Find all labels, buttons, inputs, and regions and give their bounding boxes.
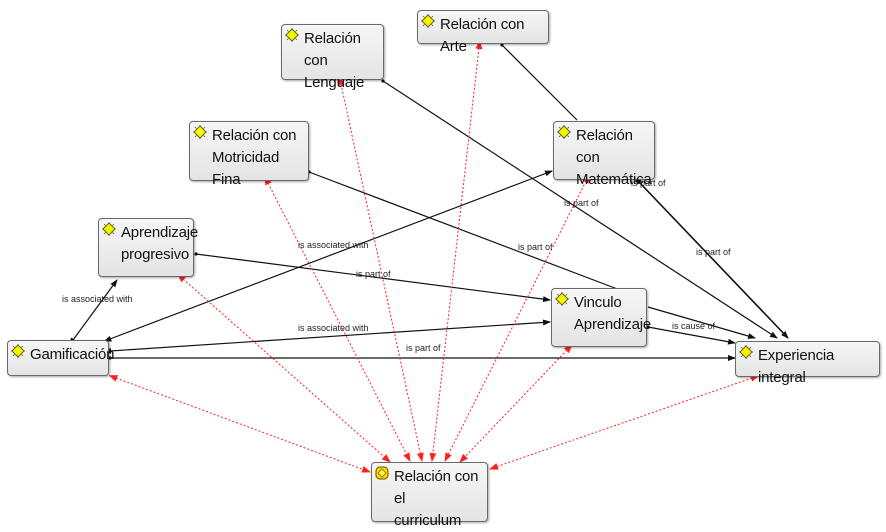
node-label: Relación con el curriculum [394,468,479,529]
edge-label: is part of [406,343,441,353]
core-concept-icon [375,466,389,480]
link-curriculum-motricidad[interactable] [264,175,411,462]
edge-label: is associated with [298,323,369,333]
node-relacion-matematica[interactable]: Relación con Matemática [553,121,655,188]
node-vinculo-aprendizaje[interactable]: Vinculo Aprendizaje [551,288,652,347]
edge-label: is part of [518,242,553,252]
concept-icon [555,292,569,306]
concept-icon [739,345,753,359]
link-curriculum-experiencia[interactable] [489,375,760,470]
edge-gamificacion-aprendizaje[interactable] [68,279,118,346]
node-label: Relación con Arte [440,16,525,55]
node-relacion-motricidad[interactable]: Relación con Motricidad Fina [189,121,309,188]
link-curriculum-arte[interactable] [429,40,483,462]
edge-label: is associated with [62,294,133,304]
node-label: Relación con Matemática [576,127,652,188]
link-curriculum-aprendizaje[interactable] [177,273,391,463]
link-curriculum-vinculo[interactable] [459,344,573,463]
link-curriculum-gamificacion[interactable] [108,375,371,473]
node-relacion-lenguaje[interactable]: Relación con Lenguaje [281,24,384,91]
edge-matematica-experiencia[interactable] [634,176,789,339]
node-label: Gamificación [30,346,115,363]
edge-label: is cause of [672,321,716,331]
node-label: Vinculo Aprendizaje [574,294,652,333]
node-label: Relación con Lenguaje [304,30,365,91]
edge-label: is part of [696,247,731,257]
edge-label: is part of [564,198,599,208]
node-relacion-curriculum[interactable]: Relación con el curriculum [371,462,488,529]
node-experiencia-integral[interactable]: Experiencia integral [735,341,880,386]
node-relacion-arte[interactable]: Relación con Arte [417,10,549,55]
node-gamificacion[interactable]: Gamificación [7,340,115,376]
edge-label: is part of [356,269,391,279]
node-label: Experiencia integral [758,347,835,386]
edge-arte-matematica[interactable] [500,43,578,121]
concept-icon [102,222,116,236]
edge-label: is part of [631,178,666,188]
node-label: Relación con Motricidad Fina [212,127,297,188]
concept-icon [11,344,25,358]
concept-icon [421,14,435,28]
concept-icon [285,28,299,42]
link-curriculum-lenguaje[interactable] [337,76,424,462]
node-label: Aprendizaje progresivo [121,224,199,263]
concept-icon [193,125,207,139]
concept-icon [557,125,571,139]
edge-label: is associated with [298,240,369,250]
node-aprendizaje-progresivo[interactable]: Aprendizaje progresivo [98,218,199,277]
